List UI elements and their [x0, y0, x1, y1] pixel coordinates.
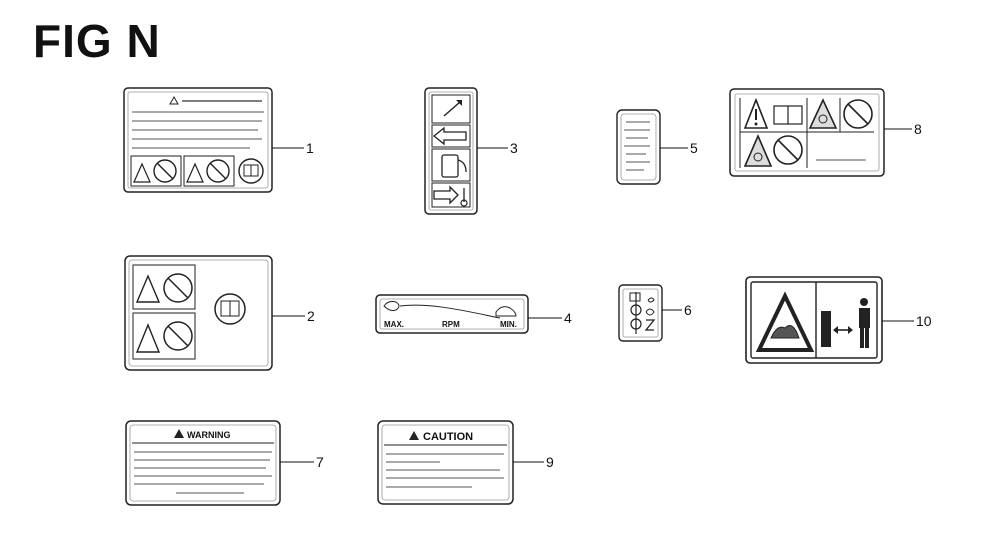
callout-number-6: 6 — [684, 302, 692, 318]
figure-title: FIG N — [33, 15, 161, 67]
tach-min-label: MIN. — [500, 320, 517, 329]
callout-9: 9 — [513, 454, 554, 470]
callout-2: 2 — [272, 308, 315, 324]
callout-number-10: 10 — [916, 313, 932, 329]
callout-number-8: 8 — [914, 121, 922, 137]
callout-number-9: 9 — [546, 454, 554, 470]
label-part-9: CAUTION — [377, 420, 514, 505]
label-part-8 — [729, 88, 885, 177]
tach-rpm-label: RPM — [442, 320, 460, 329]
label-part-3 — [424, 87, 478, 215]
callout-number-5: 5 — [690, 140, 698, 156]
callout-number-7: 7 — [316, 454, 324, 470]
tach-max-label: MAX. — [384, 320, 404, 329]
callout-5: 5 — [660, 140, 698, 156]
callout-4: 4 — [528, 310, 572, 326]
callout-number-4: 4 — [564, 310, 572, 326]
label-part-2 — [124, 255, 273, 371]
callout-number-2: 2 — [307, 308, 315, 324]
label-part-1 — [123, 87, 273, 193]
callout-7: 7 — [280, 454, 324, 470]
label-part-4: MAX. RPM MIN. — [375, 294, 529, 334]
callout-10: 10 — [882, 313, 932, 329]
label-part-5 — [616, 109, 661, 185]
callout-6: 6 — [662, 302, 692, 318]
warning-heading: WARNING — [187, 430, 231, 440]
label-part-10 — [745, 276, 883, 364]
caution-heading: CAUTION — [423, 431, 473, 443]
label-part-6 — [618, 284, 663, 342]
callout-8: 8 — [884, 121, 922, 137]
callout-number-1: 1 — [306, 140, 314, 156]
callout-number-3: 3 — [510, 140, 518, 156]
label-part-7: WARNING — [125, 420, 281, 506]
callout-3: 3 — [477, 140, 518, 156]
callout-1: 1 — [272, 140, 314, 156]
